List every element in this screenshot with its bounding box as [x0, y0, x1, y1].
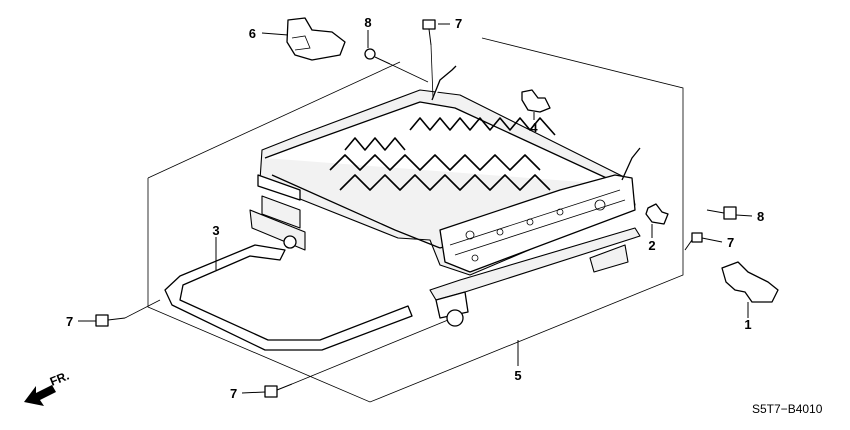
bolt-8-top: [364, 48, 429, 83]
seat-frame: [257, 65, 641, 276]
seat-track: [249, 209, 641, 327]
callout-7-bottom: 7: [230, 386, 237, 401]
bolt-7-right: [684, 232, 703, 251]
assembly-outline: [147, 37, 684, 403]
part-6-cover: [286, 17, 346, 61]
front-label: FR.: [48, 369, 71, 389]
callout-3: 3: [212, 223, 219, 238]
callouts: 6 8 7 4 3 8 2 7 7 1 5 7: [66, 15, 764, 401]
callout-4: 4: [530, 120, 538, 135]
part-3-bar: [164, 244, 413, 351]
callout-7-top: 7: [455, 16, 462, 31]
callout-8-top: 8: [364, 15, 371, 30]
part-1-cover: [721, 261, 779, 303]
callout-7-left: 7: [66, 314, 73, 329]
front-arrow-icon: [24, 385, 56, 406]
callout-6: 6: [249, 26, 256, 41]
part-2-clip: [645, 203, 669, 225]
callout-1: 1: [744, 317, 751, 332]
bolt-8-right: [706, 206, 737, 220]
part-4-clip: [521, 89, 551, 113]
leader-lines: [78, 23, 753, 394]
bolt-7-top: [422, 19, 436, 99]
callout-5: 5: [514, 368, 521, 383]
callout-7-right: 7: [727, 235, 734, 250]
bolt-7-left: [95, 299, 161, 327]
bolt-7-bottom: [264, 319, 449, 398]
callout-2: 2: [648, 238, 655, 253]
diagram-code: S5T7−B4010: [752, 402, 823, 416]
callout-8-right: 8: [757, 209, 764, 224]
